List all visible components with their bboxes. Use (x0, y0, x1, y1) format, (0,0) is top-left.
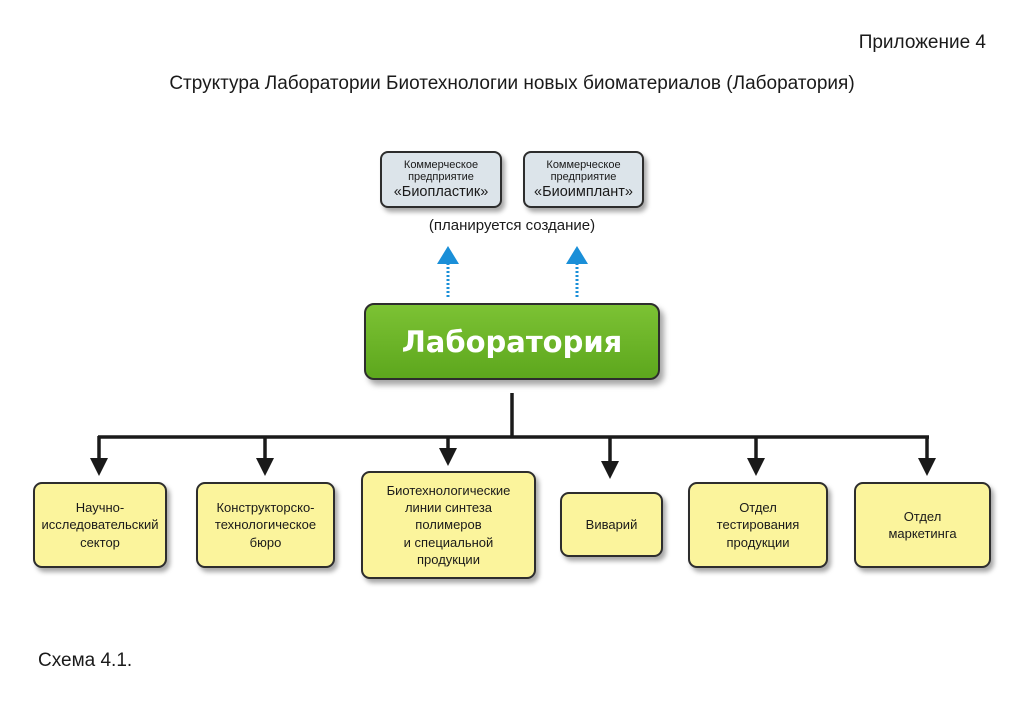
drop-head-3 (439, 448, 457, 466)
lab-box: Лаборатория (364, 303, 660, 380)
planned-line-1: Коммерческое (403, 158, 479, 171)
unit-label: Виварий (585, 516, 638, 532)
planned-arrow-right-head (566, 246, 588, 264)
unit-label: Биотехнологические линии синтеза полимер… (386, 483, 511, 567)
planned-name: «Биопластик» (393, 183, 489, 200)
unit-testing-department: Отдел тестирования продукции (688, 482, 828, 568)
planned-line-2: предприятие (408, 171, 474, 184)
drop-head-6 (918, 458, 936, 476)
planned-arrow-left-head (437, 246, 459, 264)
lab-label: Лаборатория (401, 324, 623, 359)
unit-label: Отдел тестирования продукции (716, 500, 800, 550)
drop-head-1 (90, 458, 108, 476)
unit-label: Конструкторско- технологическое бюро (214, 500, 317, 550)
drop-head-2 (256, 458, 274, 476)
unit-marketing-department: Отдел маркетинга (854, 482, 991, 568)
planned-line-1: Коммерческое (546, 158, 621, 171)
diagram-title: Структура Лаборатории Биотехнологии новы… (169, 73, 855, 94)
planned-enterprise-bioimplant: Коммерческое предприятие «Биоимплант» (523, 151, 644, 208)
unit-vivarium: Виварий (560, 492, 663, 557)
scheme-caption: Схема 4.1. (38, 650, 133, 671)
appendix-label: Приложение 4 (858, 32, 986, 53)
planned-line-2: предприятие (550, 171, 617, 184)
drop-head-4 (601, 461, 619, 479)
planned-note: (планируется создание) (428, 217, 596, 234)
planned-enterprise-bioplastic: Коммерческое предприятие «Биопластик» (380, 151, 502, 208)
planned-name: «Биоимплант» (534, 183, 633, 200)
unit-label: Научно- исследовательский сектор (41, 500, 159, 550)
unit-research-sector: Научно- исследовательский сектор (33, 482, 167, 568)
unit-label: Отдел маркетинга (888, 508, 957, 541)
unit-design-bureau: Конструкторско- технологическое бюро (196, 482, 335, 568)
drop-head-5 (747, 458, 765, 476)
unit-biotech-lines: Биотехнологические линии синтеза полимер… (361, 471, 536, 579)
